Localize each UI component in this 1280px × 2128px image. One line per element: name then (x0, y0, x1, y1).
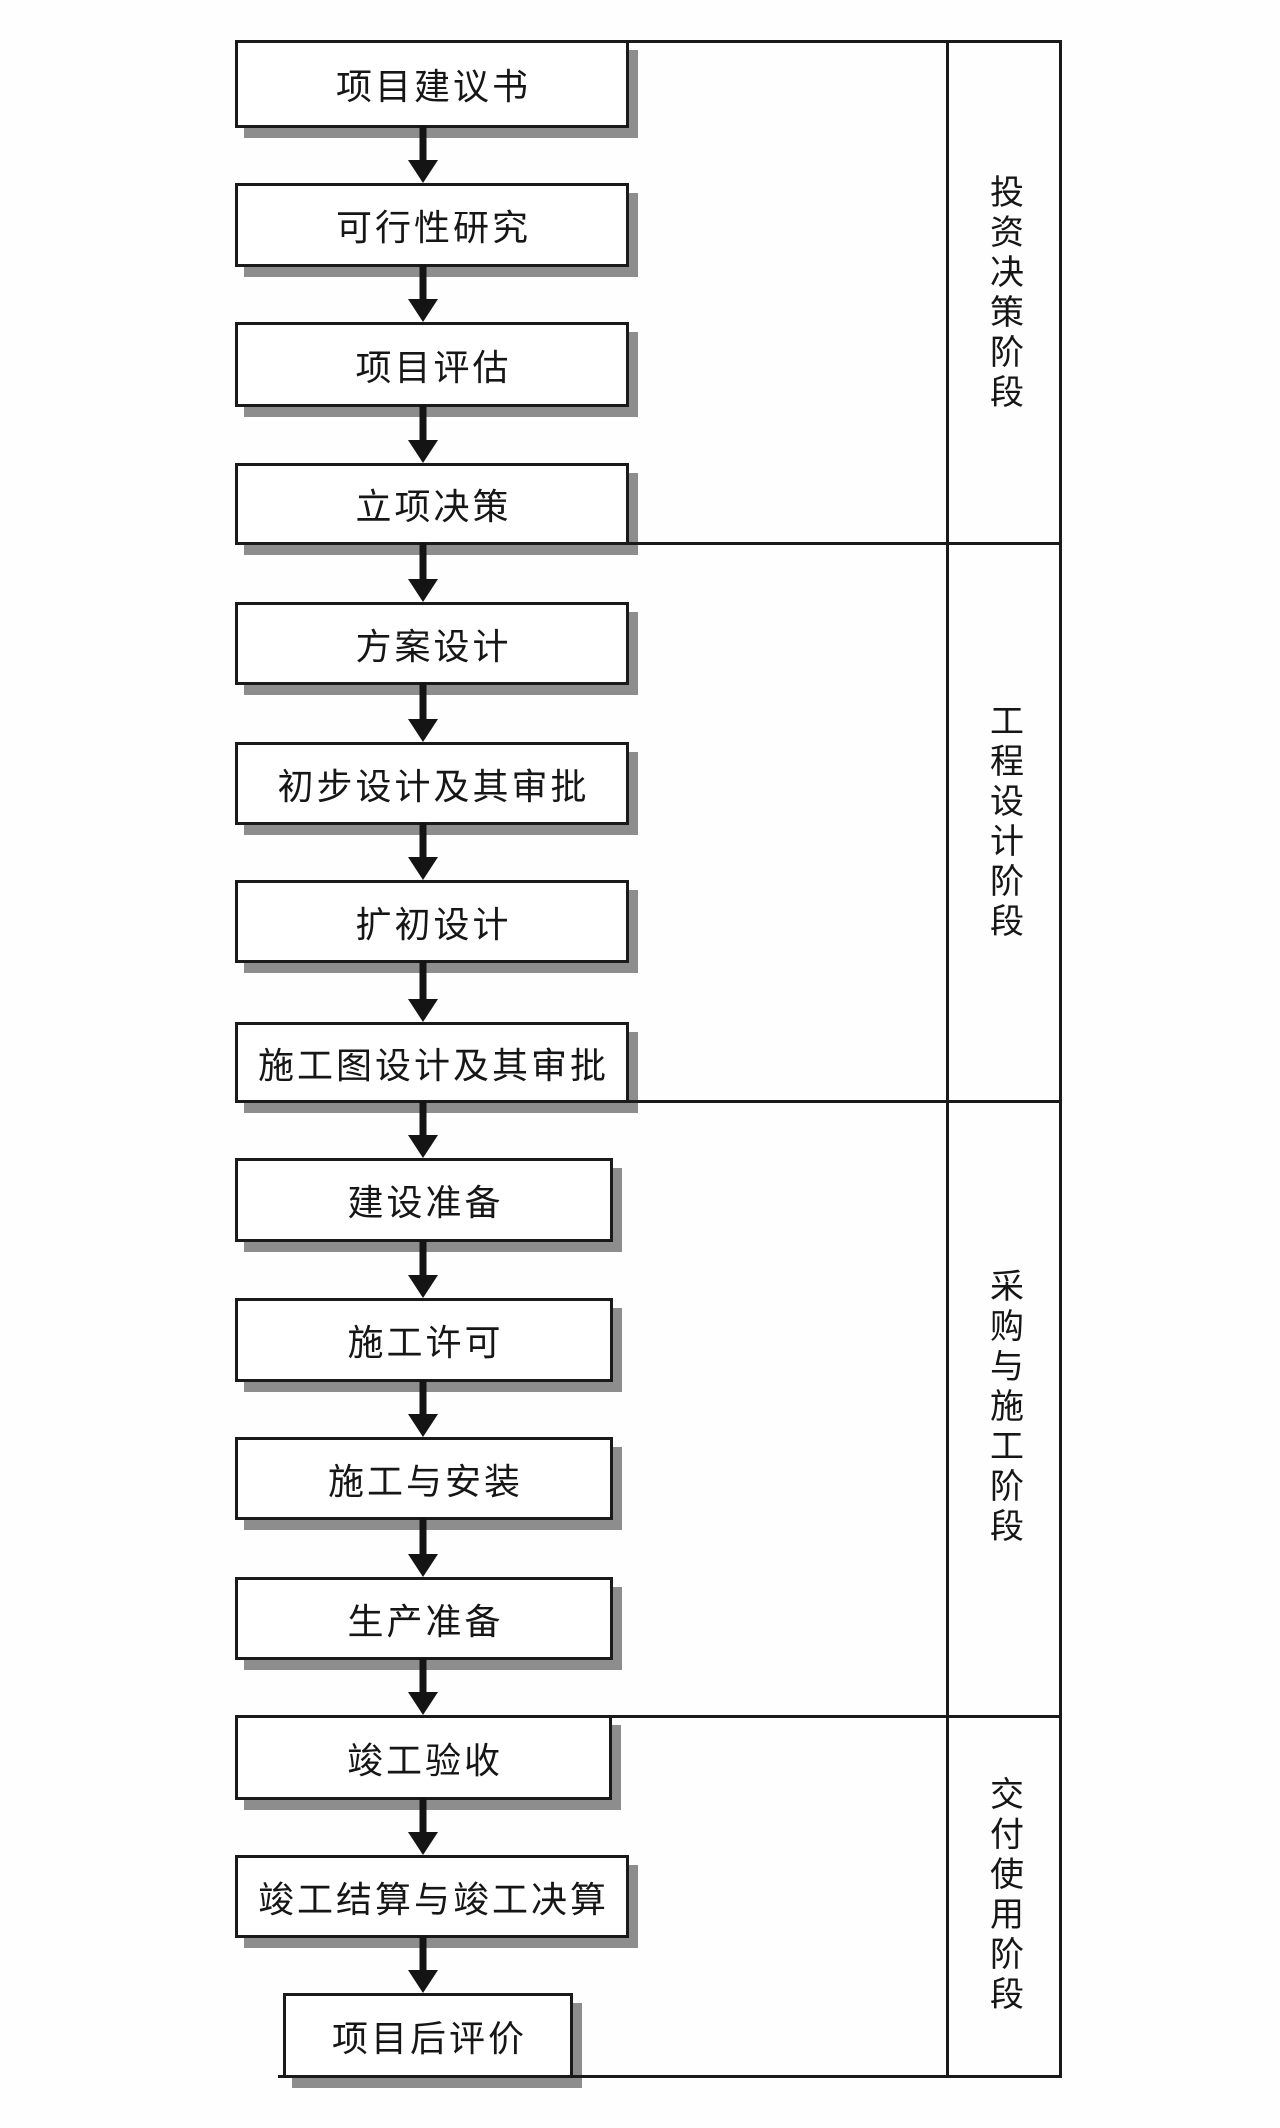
flow-step-completion-settlement: 竣工结算与竣工决算 (235, 1855, 629, 1938)
arrow-down-icon (408, 1518, 438, 1577)
phase-label-engineering-design: 工程设计阶段 (984, 703, 1022, 943)
arrow-down-icon (408, 126, 438, 183)
flow-step-construction-permit: 施工许可 (235, 1298, 613, 1382)
flow-step-preliminary-design-approval: 初步设计及其审批 (235, 742, 629, 825)
phase-label-procurement-construction: 采购与施工阶段 (984, 1268, 1022, 1548)
flow-step-construction-preparation: 建设准备 (235, 1158, 613, 1242)
arrow-down-icon (408, 823, 438, 880)
phase-left-rule (946, 40, 949, 2078)
flow-step-construction-installation: 施工与安装 (235, 1437, 613, 1520)
arrow-down-icon (408, 961, 438, 1022)
phase-divider-3 (610, 1715, 1062, 1718)
flow-step-scheme-design: 方案设计 (235, 602, 629, 685)
flow-step-production-preparation: 生产准备 (235, 1577, 613, 1660)
flow-step-extended-preliminary-design: 扩初设计 (235, 880, 629, 963)
arrow-down-icon (408, 1658, 438, 1715)
phase-bottom-line (278, 2075, 1062, 2078)
arrow-down-icon (408, 1936, 438, 1993)
flow-step-project-approval-decision: 立项决策 (235, 463, 629, 545)
flow-step-project-evaluation: 项目评估 (235, 322, 629, 407)
arrow-down-icon (408, 543, 438, 602)
flow-step-completion-acceptance: 竣工验收 (235, 1715, 612, 1800)
phase-top-line (627, 40, 1062, 43)
arrow-down-icon (408, 405, 438, 463)
arrow-down-icon (408, 1101, 438, 1158)
phase-divider-2 (626, 1100, 1062, 1103)
phase-right-rule (1059, 40, 1062, 2078)
arrow-down-icon (408, 265, 438, 322)
phase-divider-1 (626, 542, 1062, 545)
arrow-down-icon (408, 1240, 438, 1298)
arrow-down-icon (408, 683, 438, 742)
flow-step-project-proposal: 项目建议书 (235, 40, 629, 128)
flow-step-post-project-evaluation: 项目后评价 (283, 1993, 573, 2078)
phase-label-delivery-use: 交付使用阶段 (984, 1776, 1022, 2016)
arrow-down-icon (408, 1380, 438, 1437)
phase-label-investment-decision: 投资决策阶段 (984, 174, 1022, 414)
flow-step-construction-drawing-design-approval: 施工图设计及其审批 (235, 1022, 629, 1103)
flow-step-feasibility-study: 可行性研究 (235, 183, 629, 267)
arrow-down-icon (408, 1798, 438, 1855)
